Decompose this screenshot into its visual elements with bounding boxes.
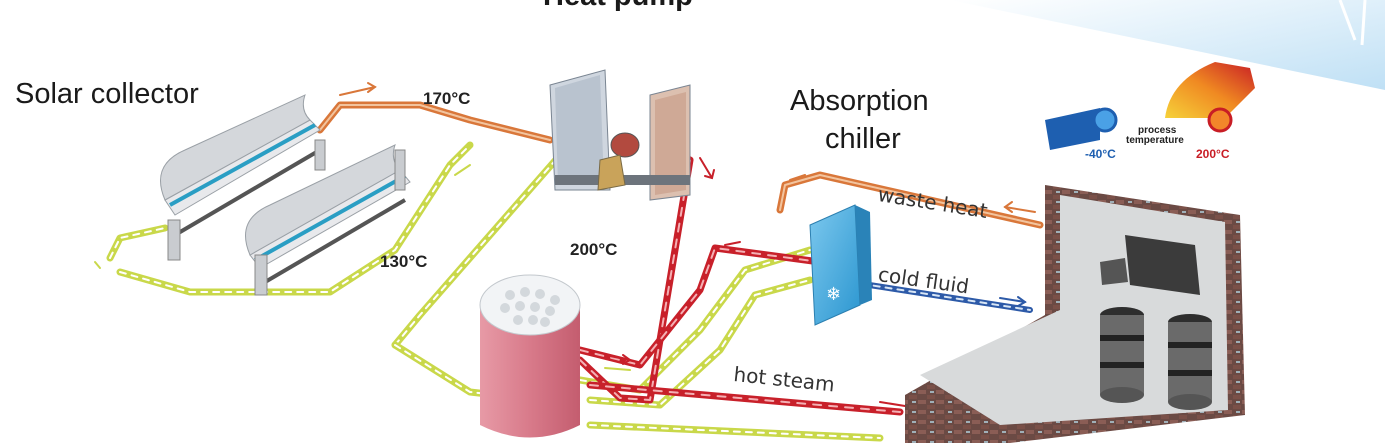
absorption-chiller-label-line1: Absorption [790,85,929,117]
absorption-chiller-unit: ❄ [809,204,872,326]
gauge-title-line2: temperature [1126,135,1184,146]
temperature-170-label: 170°C [423,89,471,108]
gauge-hot-knob [1207,107,1233,133]
absorption-chiller-label-line2: chiller [825,123,901,155]
solar-collector-label: Solar collector [15,78,199,110]
gauge-max-label: 200°C [1196,147,1230,161]
warm-pipes [316,101,1044,229]
gauge-min-label: -40°C [1085,147,1116,161]
gauge-cold-sector [1045,108,1100,150]
gauge-cold-knob [1092,107,1118,133]
solar-collector-troughs [160,94,411,296]
flow-arrows [94,82,1036,407]
svg-text:❄: ❄ [826,284,841,305]
temperature-130-label: 130°C [380,252,428,271]
gauge-hot-sector [1165,62,1255,118]
factory-building [905,185,1245,443]
heat-pump-unit [549,69,691,201]
gauge-title-line1: process [1138,125,1177,136]
temperature-200-label: 200°C [570,240,618,259]
temperature-gauge [1045,62,1255,150]
storage-tank [479,274,581,438]
cold-pipe [847,279,1033,313]
sky-corner [950,0,1385,90]
heat-pump-label: Heat pump [543,0,693,13]
